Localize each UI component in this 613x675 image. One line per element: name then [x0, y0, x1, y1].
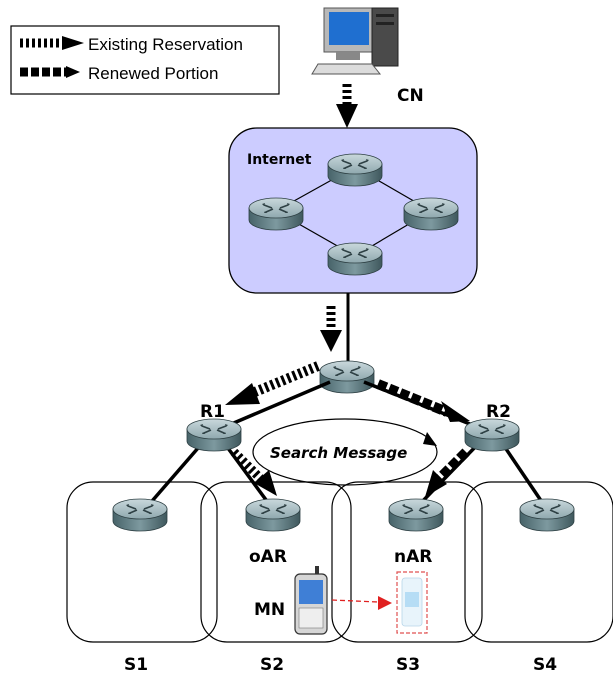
internet-router-right: [403, 197, 459, 231]
cn-internet-arrow: [336, 84, 358, 128]
s4-label: S4: [533, 655, 557, 675]
router-r2: [464, 418, 520, 452]
internet-central-arrow: [320, 306, 342, 352]
phone-icon: [294, 566, 328, 635]
internet-router-left: [248, 197, 304, 231]
legend-existing-label: Existing Reservation: [88, 35, 243, 54]
renewed-arrow-r2: [376, 379, 470, 422]
nar-label: nAR: [394, 547, 432, 567]
s1-label: S1: [124, 655, 148, 675]
r2-label: R2: [486, 402, 511, 422]
router-nar: [388, 498, 444, 532]
r1-label: R1: [200, 402, 225, 422]
existing-arrow-r1: [225, 361, 320, 405]
renewed-arrow-nar: [425, 448, 470, 497]
subnet-s3: [331, 481, 483, 643]
legend-renewed-arrow-icon: [20, 66, 80, 78]
legend-existing-arrow-icon: [20, 36, 84, 50]
internet-label: Internet: [247, 152, 312, 168]
subnet-s2: [200, 481, 352, 643]
mn-label: MN: [254, 600, 285, 620]
s3-label: S3: [396, 655, 420, 675]
router-s4: [519, 498, 575, 532]
oar-label: oAR: [249, 547, 287, 567]
internet-router-bottom: [327, 242, 383, 276]
legend-renewed-label: Renewed Portion: [88, 64, 218, 83]
ghost-phone-icon: [396, 571, 428, 634]
handoff-arrow: [331, 596, 392, 610]
search-arrowhead-icon: [423, 432, 437, 446]
central-router: [319, 360, 375, 394]
computer-icon: [311, 7, 399, 75]
cn-label: CN: [397, 86, 424, 106]
router-r1: [186, 418, 242, 452]
router-s1: [112, 498, 168, 532]
existing-arrow-oar: [230, 448, 277, 496]
subnet-s4: [464, 481, 613, 643]
internet-router-top: [327, 153, 383, 187]
internet-cloud: [228, 127, 478, 294]
access-links: [144, 438, 548, 510]
subnets: [66, 481, 613, 643]
s2-label: S2: [260, 655, 284, 675]
legend: Existing Reservation Renewed Portion: [10, 25, 280, 95]
search-message-label: Search Message: [270, 444, 407, 462]
router-oar: [245, 498, 301, 532]
subnet-s1: [66, 481, 218, 643]
